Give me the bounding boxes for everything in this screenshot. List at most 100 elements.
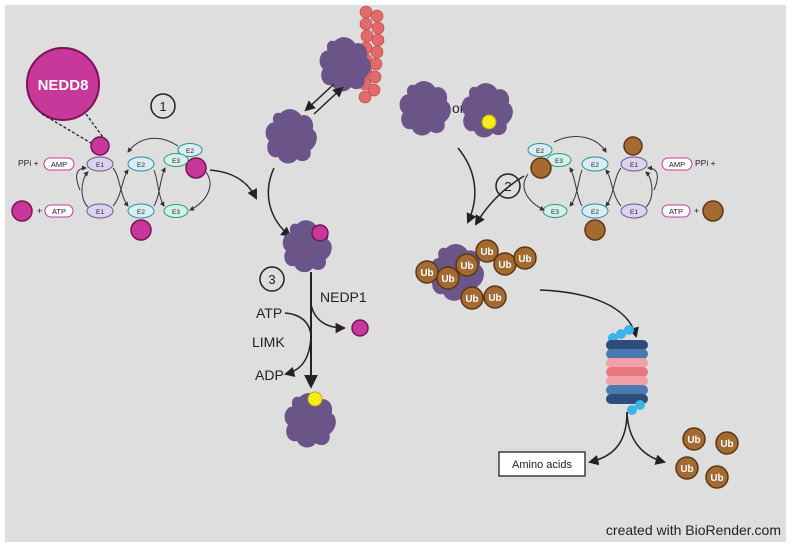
plus-left: + xyxy=(37,206,42,216)
ub-free xyxy=(705,465,729,489)
cycle-arrow-e2-e3-down xyxy=(153,169,165,207)
cycle-arrow-e1-e2-down xyxy=(112,167,129,207)
rcycle-arrow-top xyxy=(553,136,607,153)
adp-label: ADP xyxy=(255,367,284,383)
e3-bottom-left xyxy=(163,204,189,218)
amp-pill-left xyxy=(43,157,75,171)
cycle-arrow-right xyxy=(189,171,211,211)
cycle-arrow-amp xyxy=(76,165,87,191)
e1-top-right-label: E1 xyxy=(630,162,638,169)
e3-bottom-left-label: E3 xyxy=(172,209,180,216)
protein-free-top xyxy=(265,109,317,164)
e1-top-left-label: E1 xyxy=(96,162,104,169)
nedd8-released xyxy=(351,319,369,337)
cycle-arrow-top xyxy=(127,137,179,153)
nedd8-on-e1 xyxy=(90,136,110,156)
ub-free-right xyxy=(702,200,724,222)
nedp1-label: NEDP1 xyxy=(320,289,367,305)
ub-free xyxy=(715,431,739,455)
ub-free-label: Ub xyxy=(687,435,700,446)
e2-on-e3-right xyxy=(527,143,553,157)
zoom-line-2 xyxy=(85,113,106,141)
e3-bottom-right xyxy=(542,204,568,218)
e2-top-left xyxy=(127,156,155,172)
arrow-to-free-ub xyxy=(626,411,667,465)
ubiquitination-cycle: or 2 E2 E3 E2 E1 AMP PPi + E3 E2 E1 ATP … xyxy=(399,81,739,489)
e2-bottom-right xyxy=(581,203,609,219)
amp-label-right: AMP xyxy=(669,160,685,169)
protein-phospho-right xyxy=(461,83,513,138)
equilibrium-arrow-down xyxy=(304,83,335,112)
nedd8-label: NEDD8 xyxy=(38,77,89,94)
e2-on-e3-left xyxy=(177,143,203,157)
e1-bottom-left xyxy=(86,203,114,219)
e1-bottom-right xyxy=(620,203,648,219)
equilibrium-arrow-up xyxy=(313,86,344,115)
phosphate-yellow-right xyxy=(481,114,497,130)
atp-in-arrow xyxy=(284,312,312,337)
rcycle-arrow-e1-e2-up xyxy=(605,169,622,207)
arrow-to-center xyxy=(209,169,257,200)
cycle-arrow-e2-e3-up xyxy=(153,167,166,207)
e2-bottom-right-label: E2 xyxy=(591,209,599,216)
ub-free-label: Ub xyxy=(720,439,733,450)
step-3-number: 3 xyxy=(268,272,275,287)
rcycle-arrow-e2-e3-up xyxy=(569,167,583,207)
arrow-from-right-cycle xyxy=(474,175,525,226)
arrow-to-ubiquitinated xyxy=(457,147,477,224)
ub-bead xyxy=(436,266,460,290)
e2-top-left-label: E2 xyxy=(137,162,145,169)
e1-top-left xyxy=(86,156,114,172)
ub-bead-label: Ub xyxy=(420,268,433,279)
center-pathway: 3 NEDP1 ATP LIMK ADP xyxy=(252,5,385,448)
rcycle-arrow-amp xyxy=(647,165,658,191)
ub-on-e2-bottom-right xyxy=(584,219,606,241)
ub-free xyxy=(675,456,699,480)
e3-top-left xyxy=(163,153,189,167)
e3-top-left-label: E3 xyxy=(172,158,180,165)
cycle-arrow-e1-e2-up xyxy=(112,169,129,207)
amp-label-left: AMP xyxy=(51,160,67,169)
ub-free-label: Ub xyxy=(710,473,723,484)
nedd8-attached xyxy=(311,224,329,242)
background-panel xyxy=(5,5,786,542)
step-1-number: 1 xyxy=(159,99,166,114)
ub-bead xyxy=(483,285,507,309)
arrow-to-neddylated xyxy=(267,167,292,238)
ub-bead xyxy=(475,239,499,263)
nedd8-on-e2-bottom xyxy=(130,219,152,241)
ub-free-label: Ub xyxy=(680,464,693,475)
ub-free xyxy=(682,427,706,451)
proteasome xyxy=(606,325,648,415)
e2-on-e3-left-label: E2 xyxy=(186,148,194,155)
ppi-label-left: PPi + xyxy=(18,158,39,168)
amp-pill-right xyxy=(661,157,693,171)
limk-label: LIMK xyxy=(252,334,285,350)
adp-out-arrow xyxy=(283,335,312,378)
plus-right: + xyxy=(694,206,699,216)
protein-unmodified-right xyxy=(399,81,451,136)
rcycle-arrow-e2-e3-down xyxy=(569,169,583,207)
atp-label-center: ATP xyxy=(256,305,282,321)
nedd8-on-e3 xyxy=(185,157,207,179)
amino-acids-label: Amino acids xyxy=(512,459,572,471)
ub-bead-label: Ub xyxy=(441,274,454,285)
protein-bound-actin xyxy=(319,37,371,92)
atp-pill-right xyxy=(661,204,691,218)
atp-pill-left xyxy=(44,204,74,218)
nedd8-free-left xyxy=(11,200,33,222)
step-2-badge xyxy=(495,173,521,199)
e2-on-e3-right-label: E2 xyxy=(536,148,544,155)
ub-on-e3-right xyxy=(530,157,552,179)
ppi-label-right: PPi + xyxy=(695,158,716,168)
e3-bottom-right-label: E3 xyxy=(551,209,559,216)
e2-top-right xyxy=(581,156,609,172)
ub-bead xyxy=(460,286,484,310)
step-3-badge xyxy=(259,266,285,292)
e2-bottom-left xyxy=(127,203,155,219)
biorender-watermark: created with BioRender.com xyxy=(606,522,781,538)
e2-bottom-left-label: E2 xyxy=(137,209,145,216)
ub-bead-label: Ub xyxy=(465,294,478,305)
rcycle-arrow-atp xyxy=(645,171,653,208)
